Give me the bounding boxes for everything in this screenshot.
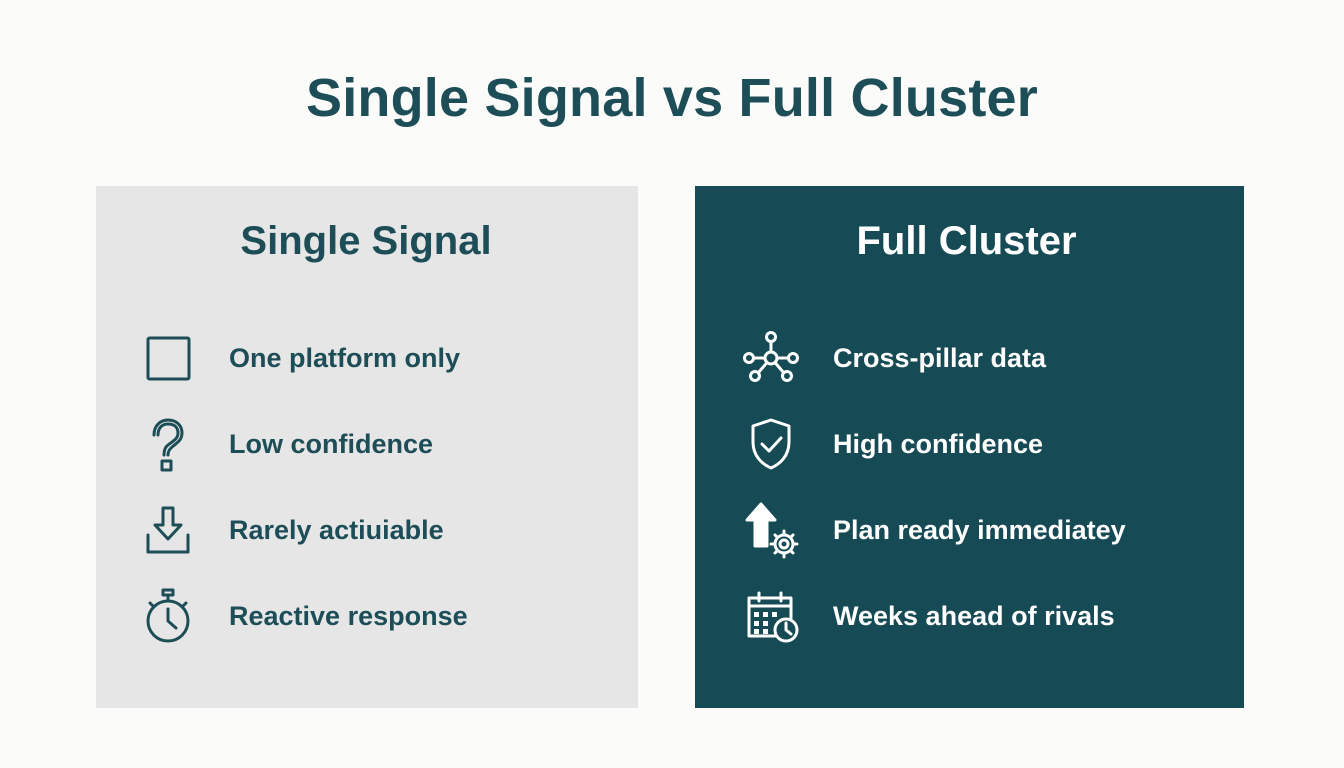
question-mark-icon [136, 412, 200, 476]
square-icon [136, 326, 200, 390]
list-item: High confidence [695, 412, 1244, 476]
single-signal-panel: Single Signal One platform only Low conf… [96, 186, 638, 708]
list-item-label: One platform only [229, 343, 461, 373]
list-item-label: Weeks ahead of rivals [833, 601, 1115, 631]
arrow-up-gear-icon [739, 498, 803, 562]
download-tray-icon [136, 498, 200, 562]
list-item: Cross-pillar data [695, 326, 1244, 390]
list-item-label: Cross-pillar data [833, 343, 1047, 373]
page-title: Single Signal vs Full Cluster [306, 68, 1038, 128]
list-item: Reactive response [96, 584, 638, 648]
stopwatch-icon [136, 584, 200, 648]
shield-check-icon [739, 412, 803, 476]
list-item-label: Plan ready immediatey [833, 515, 1126, 545]
list-item: Plan ready immediatey [695, 498, 1244, 562]
network-nodes-icon [739, 326, 803, 390]
list-item-label: Low confidence [229, 429, 434, 459]
list-item-label: Reactive response [229, 601, 468, 631]
list-item: Rarely actiuiable [96, 498, 638, 562]
list-item: Weeks ahead of rivals [695, 584, 1244, 648]
list-item-label: Rarely actiuiable [229, 515, 444, 545]
single-signal-heading: Single Signal [240, 219, 492, 263]
calendar-clock-icon [739, 584, 803, 648]
list-item: Low confidence [96, 412, 638, 476]
full-cluster-panel: Full Cluster Cross-pillar data [695, 186, 1244, 708]
list-item: One platform only [96, 326, 638, 390]
list-item-label: High confidence [833, 429, 1044, 459]
full-cluster-heading: Full Cluster [856, 219, 1077, 263]
